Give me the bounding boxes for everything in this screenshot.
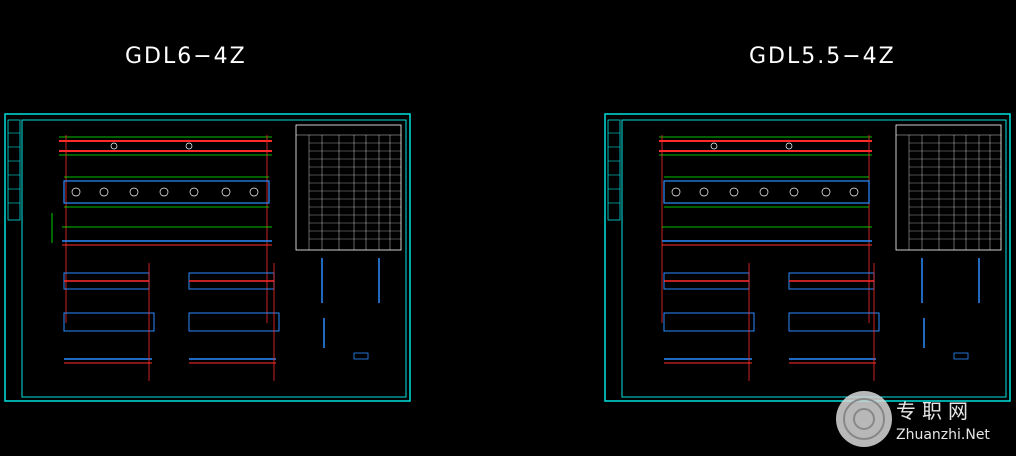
watermark-en: Zhuanzhi.Net xyxy=(896,427,990,443)
watermark-cn: 专职网 xyxy=(896,399,974,423)
drawing-sheet-left[interactable] xyxy=(4,113,412,407)
watermark-logo-icon xyxy=(836,391,892,447)
watermark: 专职网 Zhuanzhi.Net xyxy=(832,385,1016,452)
drawing-sheet-right[interactable] xyxy=(604,113,1012,407)
drawing-title-left: GDL6−4Z xyxy=(125,44,247,69)
drawing-title-right: GDL5.5−4Z xyxy=(749,44,896,69)
